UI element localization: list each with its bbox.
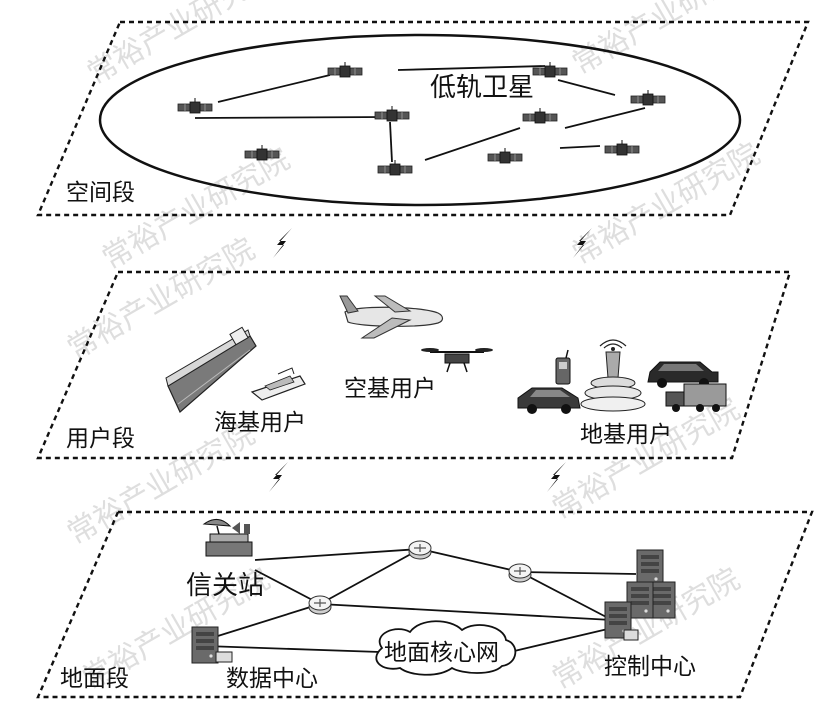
user-segment: 空基用户 海基用户 地基用户 用户段 bbox=[36, 270, 792, 460]
control-center-label: 控制中心 bbox=[604, 654, 696, 680]
drone-icon bbox=[421, 348, 493, 373]
datacenter-server-icon bbox=[191, 626, 233, 664]
user-segment-plane bbox=[36, 270, 792, 460]
sea-users-label: 海基用户 bbox=[214, 410, 306, 436]
ground-segment-label: 地面段 bbox=[60, 666, 129, 692]
leo-satellites-label: 低轨卫星 bbox=[430, 73, 534, 103]
watermark-text: 常裕产业研究院 bbox=[82, 0, 281, 92]
gateway-station-label: 信关站 bbox=[186, 571, 264, 601]
satellite-orbit-ellipse bbox=[98, 33, 742, 207]
ground-segment-plane bbox=[36, 510, 814, 699]
satellite-icon bbox=[630, 89, 666, 106]
lightning-icon bbox=[273, 228, 292, 258]
satellite-links bbox=[194, 65, 646, 163]
tanker-ship-icon bbox=[165, 326, 257, 413]
core-network-label: 地面核心网 bbox=[384, 640, 499, 666]
wireless-links bbox=[269, 228, 592, 492]
router-icon bbox=[408, 540, 432, 560]
user-segment-label: 用户段 bbox=[66, 426, 135, 452]
airplane-icon bbox=[339, 295, 444, 339]
sedan-car-icon bbox=[647, 361, 719, 388]
lightning-icon bbox=[269, 462, 288, 492]
router-icon bbox=[308, 595, 332, 615]
truck-icon bbox=[665, 383, 727, 412]
control-center-servers-icon bbox=[604, 549, 676, 641]
satellite-icon bbox=[604, 139, 640, 156]
gateway-station-icon bbox=[202, 519, 253, 557]
satellite-icon bbox=[327, 61, 363, 78]
core-network-cloud bbox=[375, 620, 517, 676]
routers bbox=[308, 540, 532, 615]
satellite-icon bbox=[377, 159, 413, 176]
space-segment: 低轨卫星 空间段 bbox=[36, 20, 810, 217]
router-icon bbox=[508, 563, 532, 583]
ground-segment: 信关站 地面核心网 数据中心 控制中心 地面段 bbox=[36, 510, 814, 699]
sports-car-icon bbox=[517, 387, 581, 414]
satellite-icon bbox=[374, 105, 410, 122]
watermark-text: 常裕产业研究院 bbox=[567, 137, 766, 272]
satellite-icon bbox=[522, 107, 558, 124]
datacenter-label: 数据中心 bbox=[226, 666, 318, 692]
watermark-text: 常裕产业研究院 bbox=[97, 142, 296, 277]
satellite-icon bbox=[177, 97, 213, 114]
satellite-icon bbox=[487, 147, 523, 164]
ground-terminal-tower-icon bbox=[580, 339, 646, 412]
space-segment-label: 空间段 bbox=[66, 180, 135, 206]
network-links bbox=[204, 548, 637, 653]
handheld-terminal-icon bbox=[555, 349, 571, 385]
yacht-icon bbox=[250, 367, 306, 401]
watermark-text: 常裕产业研究院 bbox=[567, 0, 766, 82]
space-segment-plane bbox=[36, 20, 810, 217]
ground-users-label: 地基用户 bbox=[580, 422, 672, 448]
satellite-icon bbox=[532, 61, 568, 78]
air-users-label: 空基用户 bbox=[344, 376, 436, 402]
